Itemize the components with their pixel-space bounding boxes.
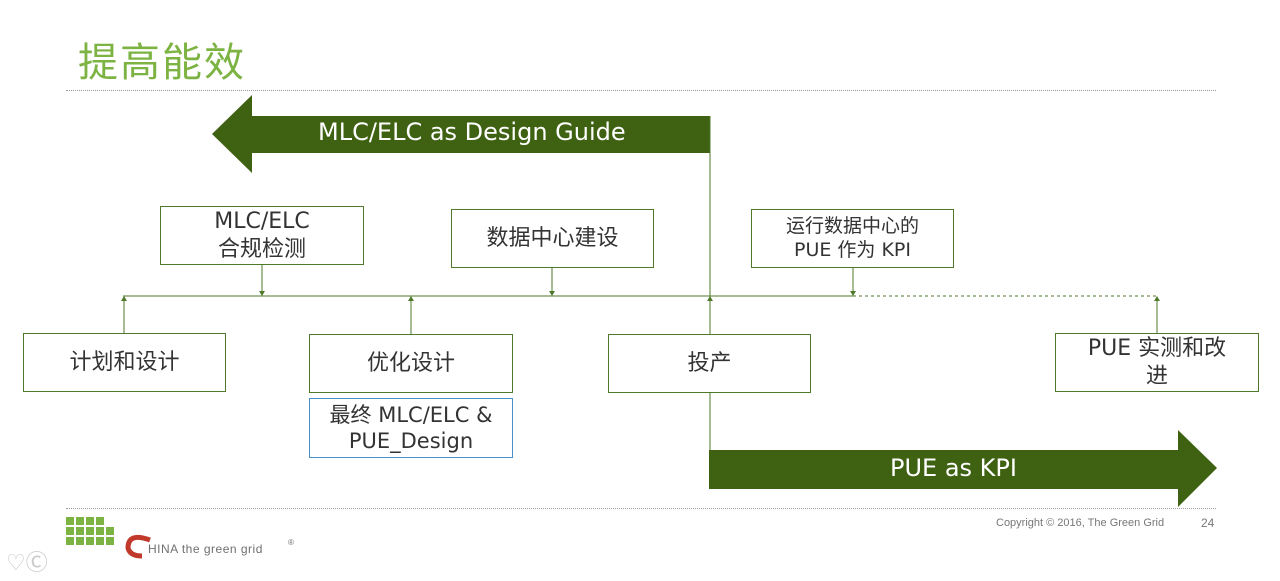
final-design-label: 最终 MLC/ELC & PUE_Design: [329, 402, 493, 453]
final-design-box: 最终 MLC/ELC & PUE_Design: [309, 398, 513, 458]
page-number: 24: [1201, 516, 1215, 530]
optimize-box: 优化设计: [309, 334, 513, 393]
planning-label: 计划和设计: [69, 349, 180, 375]
page-title: 提高能效: [78, 40, 246, 86]
logo-registered-mark: ®: [288, 538, 295, 547]
arrowhead-compliance: [259, 291, 265, 296]
planning-box: 计划和设计: [23, 333, 226, 392]
arrowhead-operating: [850, 291, 856, 296]
operating-label: 运行数据中心的 PUE 作为 KPI: [785, 214, 919, 261]
compliance-label: MLC/ELC 合规检测: [214, 209, 310, 262]
arrowhead-measure: [1154, 296, 1160, 301]
title-divider: [66, 90, 1216, 91]
arrowhead-planning: [121, 296, 127, 301]
kpi-label: PUE as KPI: [890, 454, 1017, 482]
arrowhead-optimize: [408, 296, 414, 301]
commission-label: 投产: [687, 350, 732, 376]
construction-box: 数据中心建设: [451, 209, 654, 268]
measure-box: PUE 实测和改 进: [1055, 333, 1259, 392]
measure-label: PUE 实测和改 进: [1087, 336, 1227, 389]
operating-box: 运行数据中心的 PUE 作为 KPI: [751, 209, 954, 268]
optimize-label: 优化设计: [366, 350, 455, 376]
construction-label: 数据中心建设: [486, 225, 619, 251]
design-guide-arrow: [212, 95, 710, 173]
watermark-logo: ♡Ⓒ: [6, 551, 48, 576]
arrowhead-construction: [549, 291, 555, 296]
logo-text: HINA the green grid: [148, 542, 263, 556]
footer-divider: [66, 508, 1216, 509]
commission-box: 投产: [608, 334, 811, 393]
copyright-text: Copyright © 2016, The Green Grid: [996, 517, 1165, 529]
design-guide-label: MLC/ELC as Design Guide: [318, 118, 626, 146]
kpi-arrow: [709, 430, 1217, 507]
arrowhead-commission: [707, 296, 713, 301]
compliance-box: MLC/ELC 合规检测: [160, 206, 364, 265]
